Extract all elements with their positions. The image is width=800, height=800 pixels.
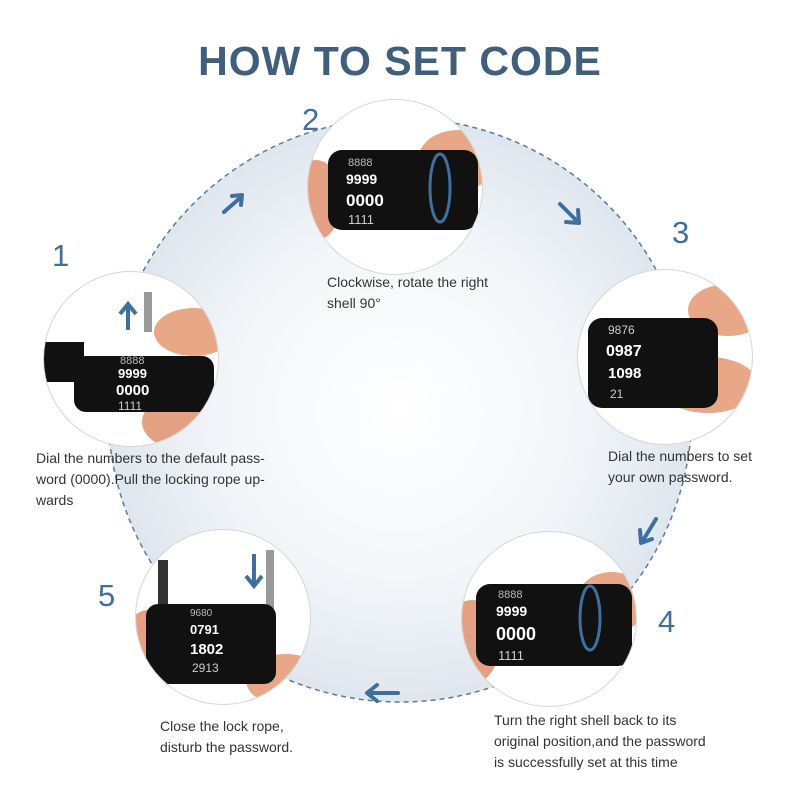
direction-arrow-icon	[222, 193, 244, 214]
lock-body	[588, 318, 718, 408]
page-title: HOW TO SET CODE	[198, 38, 602, 84]
lock-ring: 0791	[190, 622, 219, 637]
rotate-clockwise-icon	[428, 152, 452, 224]
arrow-up-icon	[118, 300, 138, 330]
lock-ring: 0000	[496, 624, 536, 644]
lock-ring: 0000	[346, 191, 384, 210]
step-number-2: 2	[302, 102, 320, 137]
lock-ring: 0987	[606, 343, 642, 360]
lock-rope	[266, 550, 274, 610]
step-caption-1: Dial the numbers to the default pass- wo…	[36, 450, 265, 508]
step-number-5: 5	[98, 578, 116, 613]
lock-ring: 8888	[348, 157, 372, 169]
step-caption-5: Close the lock rope, disturb the passwor…	[160, 718, 294, 755]
lock-ring: 21	[610, 387, 624, 401]
direction-arrow-icon	[365, 683, 400, 703]
step-number-4: 4	[658, 604, 676, 639]
step-photo-2: 8888 9999 0000 1111	[308, 100, 482, 274]
step-number-3: 3	[672, 215, 690, 250]
step-photo-3: 9876 0987 1098 21	[578, 270, 752, 444]
step-caption-2: Clockwise, rotate the right shell 90°	[327, 274, 489, 311]
lock-ring: 8888	[498, 589, 522, 601]
lock-ring: 2913	[192, 661, 219, 675]
direction-arrow-icon	[638, 517, 658, 545]
lock-ring: 9999	[346, 171, 377, 187]
lock-ring: 1111	[348, 212, 374, 227]
rotate-back-icon	[578, 584, 602, 652]
step-caption-4: Turn the right shell back to its origina…	[494, 712, 706, 770]
step-photo-1: 8888 9999 0000 1111	[44, 272, 218, 446]
step-photo-5: 9680 0791 1802 2913	[136, 530, 310, 704]
lock-body	[146, 604, 276, 684]
lock-body	[328, 150, 478, 230]
lock-body	[476, 584, 632, 666]
lock-ring: 1802	[190, 641, 223, 658]
lock-ring: 1098	[608, 365, 641, 382]
step-caption-3: Dial the numbers to set your own passwor…	[608, 448, 752, 485]
arrow-down-icon	[244, 554, 264, 590]
lock-ring: 9876	[608, 323, 635, 337]
lock-ring: 8888	[120, 355, 144, 367]
step-photo-4: 8888 9999 0000 1111	[462, 532, 636, 706]
lock-body	[74, 356, 214, 412]
step-number-1: 1	[52, 238, 70, 273]
lock-ring: 9680	[190, 608, 213, 619]
lock-ring: 0000	[116, 382, 149, 399]
lock-ring: 1111	[498, 648, 524, 663]
direction-arrow-icon	[558, 202, 581, 225]
lock-ring: 9999	[118, 366, 147, 381]
lock-rope	[144, 292, 152, 332]
lock-ring: 1111	[118, 399, 142, 413]
lock-ring: 9999	[496, 603, 527, 619]
